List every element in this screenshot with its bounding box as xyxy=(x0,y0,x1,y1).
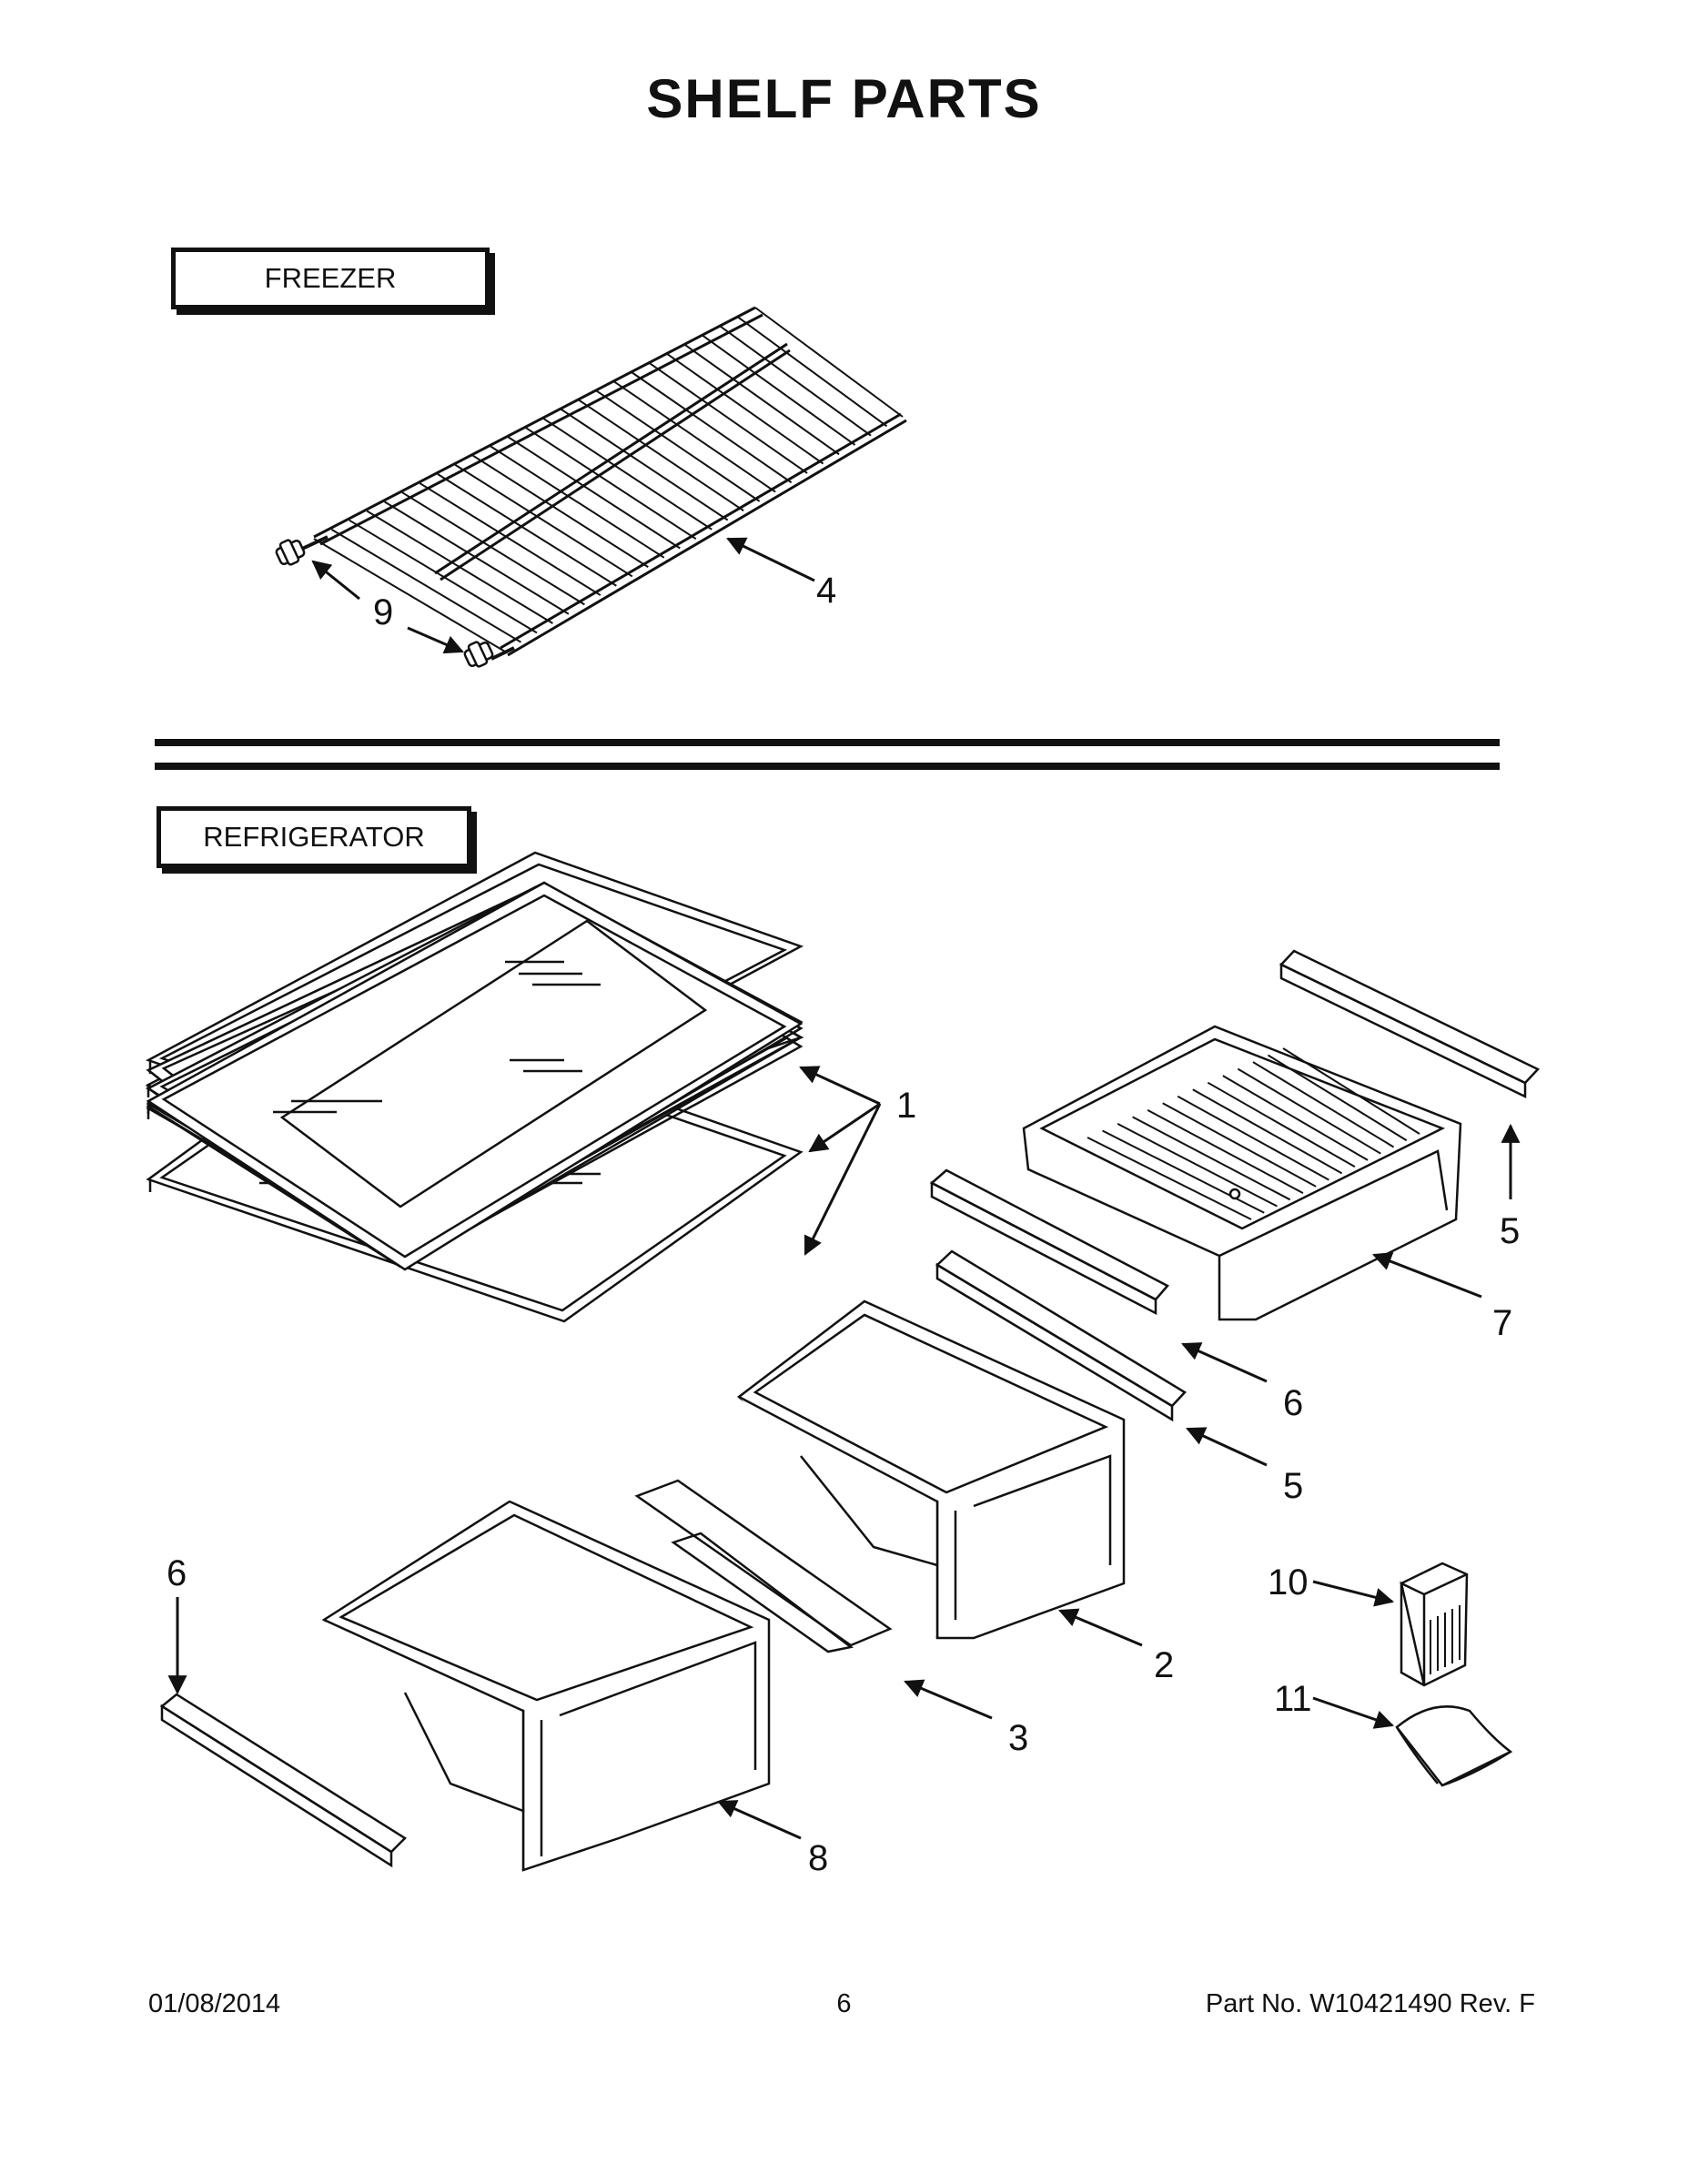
callout-10: 10 xyxy=(1268,1562,1309,1603)
callout-3: 3 xyxy=(1008,1718,1028,1758)
callout-5-center: 5 xyxy=(1283,1466,1303,1506)
crisper-drawer-lower xyxy=(321,1500,771,1872)
callout-4: 4 xyxy=(816,571,836,611)
callout-7: 7 xyxy=(1492,1303,1512,1343)
callout-11: 11 xyxy=(1274,1679,1312,1719)
callout-1: 1 xyxy=(896,1086,916,1126)
shelf-support-peg xyxy=(463,641,494,668)
callout-6-center: 6 xyxy=(1283,1383,1303,1423)
refrigerator-label-text: REFRIGERATOR xyxy=(203,821,425,853)
support-rail-center xyxy=(935,1249,1187,1422)
callout-5-upper: 5 xyxy=(1500,1211,1520,1251)
callout-9: 9 xyxy=(373,592,393,632)
deli-drawer xyxy=(1022,1025,1462,1321)
callout-2: 2 xyxy=(1154,1645,1174,1685)
refrigerator-section-label: REFRIGERATOR xyxy=(157,806,471,868)
shelf-support-peg xyxy=(275,539,306,566)
support-rail-center xyxy=(929,1168,1169,1316)
crisper-filter-clip xyxy=(1395,1705,1513,1787)
humidity-control xyxy=(1400,1562,1469,1687)
freezer-section-label: FREEZER xyxy=(171,248,490,309)
crisper-drawer-upper xyxy=(737,1299,1126,1640)
callout-arrows xyxy=(167,537,1521,1840)
callout-6-lower: 6 xyxy=(167,1553,187,1593)
freezer-label-text: FREEZER xyxy=(264,262,397,294)
footer-page-number: 6 xyxy=(836,1989,852,2018)
glass-shelf xyxy=(146,881,804,1271)
freezer-wire-shelf xyxy=(299,306,907,661)
section-divider-bottom xyxy=(155,763,1500,770)
footer-date: 01/08/2014 xyxy=(148,1989,281,2018)
support-rail-upper xyxy=(1279,949,1541,1098)
footer-part-number: Part No. W10421490 Rev. F xyxy=(1205,1989,1535,2018)
support-rail-lower xyxy=(159,1693,407,1868)
callout-8: 8 xyxy=(808,1838,828,1878)
section-divider-top xyxy=(155,739,1500,746)
page-title: SHELF PARTS xyxy=(646,68,1042,129)
crisper-cover xyxy=(634,1479,893,1653)
